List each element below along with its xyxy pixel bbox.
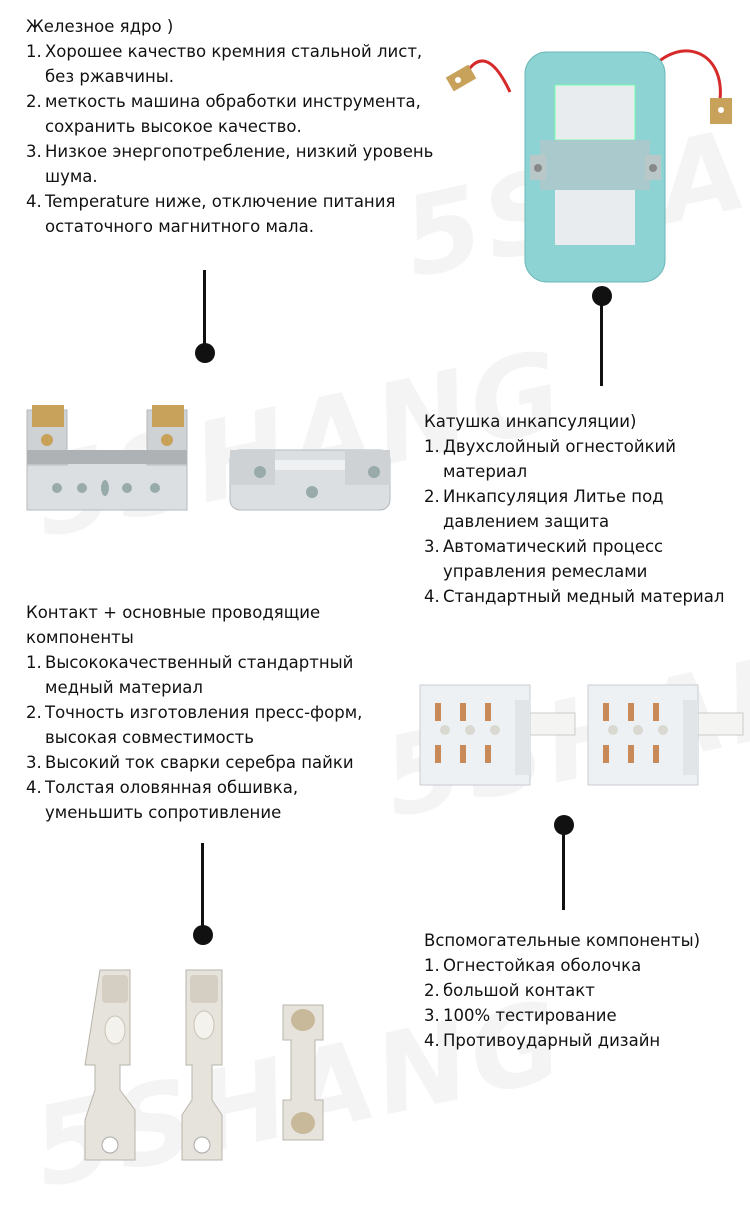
connector-dot — [195, 343, 215, 363]
coil-description: Катушка инкапсуляции) 1.Двухслойный огне… — [424, 409, 750, 609]
connector-line — [562, 828, 565, 910]
list-item: 3.Высокий ток сварки серебра пайки — [26, 753, 354, 772]
list-item: 4.Стандартный медный материал — [424, 587, 725, 606]
list-item: 1.Высококачественный стандартный медный … — [26, 653, 354, 697]
list-item: 4.Толстая оловянная обшивка, уменьшить с… — [26, 778, 299, 822]
list-item: 3.Автоматический процесс управления реме… — [424, 537, 664, 581]
list-item: 3.Низкое энергопотребление, низкий урове… — [26, 142, 434, 186]
connector-line — [203, 270, 206, 350]
iron-core-description: Железное ядро ) 1.Хорошее качество кремн… — [26, 14, 446, 239]
iron-core-list: 1.Хорошее качество кремния стальной лист… — [26, 39, 446, 239]
contact-description: Контакт + основные проводящие компоненты… — [26, 600, 396, 825]
connector-dot — [554, 815, 574, 835]
list-item: 1.Огнестойкая оболочка — [424, 956, 642, 975]
connector-dot — [592, 286, 612, 306]
list-item: 1.Двухслойный огнестойкий материал — [424, 437, 676, 481]
iron-core-image — [26, 405, 391, 511]
auxiliary-description: Вспомогательные компоненты) 1.Огнестойка… — [424, 928, 744, 1053]
connector-line — [600, 300, 603, 386]
auxiliary-blocks-image — [419, 684, 744, 786]
contacts-image — [84, 969, 324, 1161]
contact-list: 1.Высококачественный стандартный медный … — [26, 650, 396, 825]
auxiliary-title: Вспомогательные компоненты) — [424, 931, 701, 950]
iron-core-title: Железное ядро ) — [26, 17, 174, 36]
list-item: 2.большой контакт — [424, 981, 595, 1000]
list-item: 4.Temperature ниже, отключение питания о… — [26, 192, 396, 236]
list-item: 4.Противоударный дизайн — [424, 1031, 661, 1050]
list-item: 2.Точность изготовления пресс-форм, высо… — [26, 703, 363, 747]
connector-line — [201, 843, 204, 931]
list-item: 2.Инкапсуляция Литье под давлением защит… — [424, 487, 664, 531]
list-item: 3.100% тестирование — [424, 1006, 617, 1025]
connector-dot — [193, 925, 213, 945]
list-item: 1.Хорошее качество кремния стальной лист… — [26, 42, 423, 86]
auxiliary-list: 1.Огнестойкая оболочка 2.большой контакт… — [424, 953, 744, 1053]
coil-title: Катушка инкапсуляции) — [424, 412, 637, 431]
list-item: 2.меткость машина обработки инструмента,… — [26, 92, 421, 136]
coil-list: 1.Двухслойный огнестойкий материал 2.Инк… — [424, 434, 750, 609]
contact-title: Контакт + основные проводящие компоненты — [26, 603, 321, 647]
coil-image — [445, 49, 732, 283]
